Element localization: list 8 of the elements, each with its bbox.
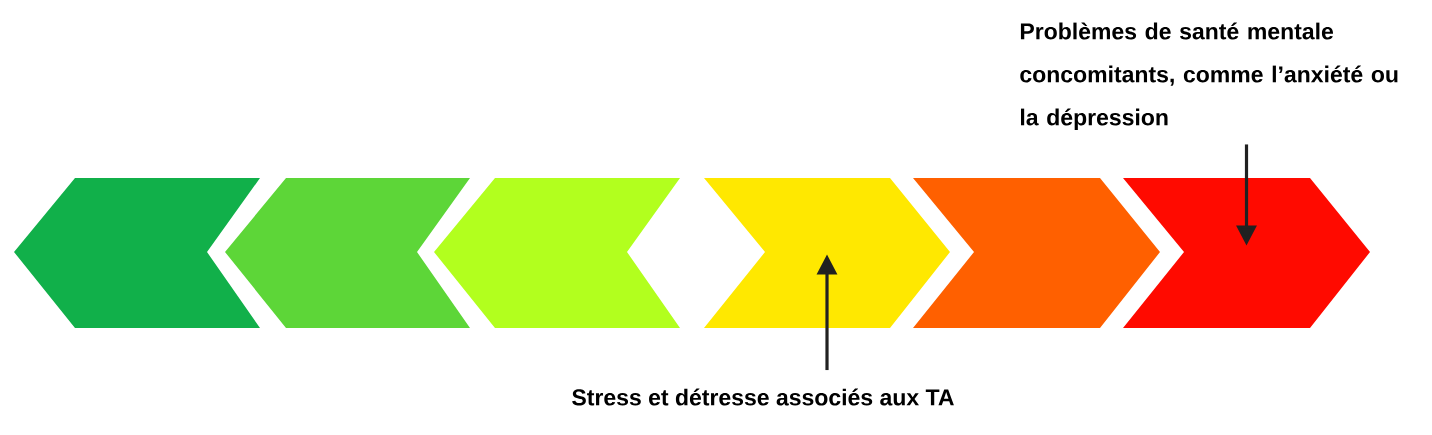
caption-text: Stress et détresse associés aux TA xyxy=(572,388,954,406)
chevron-shape xyxy=(1123,178,1370,328)
caption-text: Problèmes de santé mentale concomitants, comme l’anxiété ou la dépression xyxy=(1020,22,1398,131)
chevron-shape xyxy=(225,178,470,328)
chevron-shape xyxy=(14,178,260,328)
chevron-shape xyxy=(913,178,1160,328)
chevron-shape xyxy=(704,178,950,328)
chevron-shape xyxy=(434,178,680,328)
